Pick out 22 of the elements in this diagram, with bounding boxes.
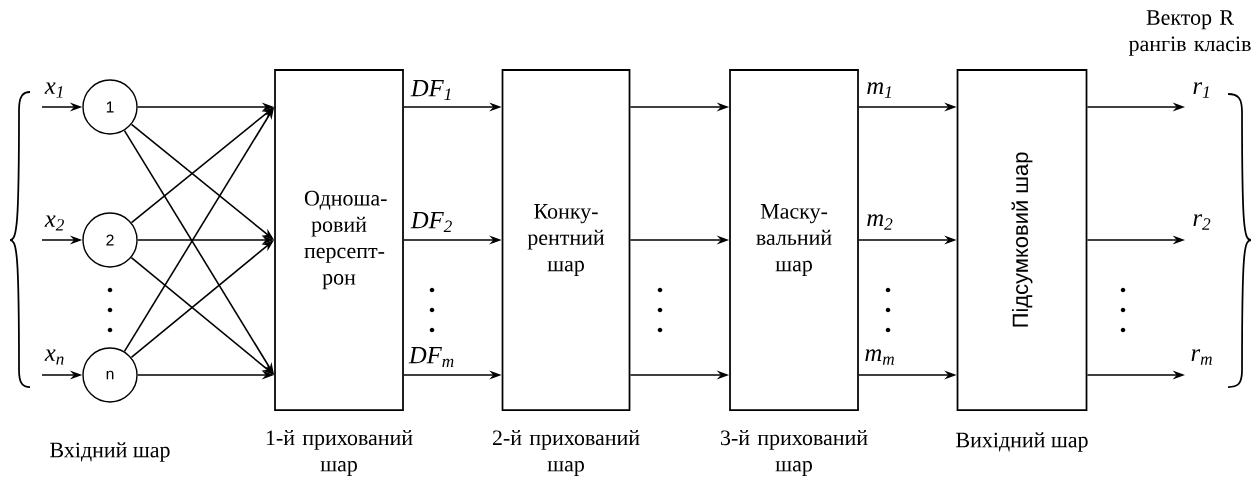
edge-label: DF$_{1}$ [409, 78, 455, 102]
edge-label: m$_{1}$ [864, 80, 896, 100]
layer-box: Підсумковий шар [956, 69, 1088, 411]
edge-label: DF$_{m}$ [407, 345, 457, 369]
vector-caption: Вектор R рангів класів [1128, 10, 1251, 56]
edge-label: x$_{n}$ [43, 347, 67, 367]
edge-label: m$_{2}$ [864, 212, 896, 232]
layer-box: Одноша- ровий персепт- рон [274, 69, 404, 411]
edge-label: r$_{m}$ [1188, 347, 1216, 367]
edge-label: x$_{1}$ [43, 80, 67, 100]
edge-label: m$_{m}$ [862, 347, 898, 367]
layer-caption: Вихідний шар [956, 432, 1088, 452]
layer-caption: 2-й прихований шар [492, 429, 640, 477]
layer-caption: Вхідний шар [50, 442, 170, 462]
edge-label: r$_{2}$ [1190, 212, 1214, 232]
layer-caption: 1-й прихований шар [266, 429, 413, 477]
edge-label: r$_{1}$ [1190, 80, 1214, 100]
edge-label: DF$_{2}$ [409, 210, 455, 234]
layer-caption: 3-й прихований шар [721, 429, 868, 477]
layer-box: Конку- рентний шар [501, 69, 631, 411]
layer-box: Маску- вальний шар [729, 69, 859, 411]
edge-label: x$_{2}$ [43, 213, 67, 233]
